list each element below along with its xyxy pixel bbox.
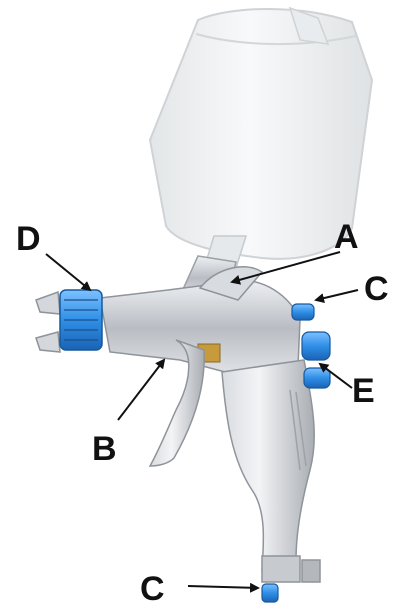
label-c-bottom: C bbox=[140, 570, 165, 608]
label-c-top: C bbox=[364, 270, 389, 308]
arrow-c-bottom bbox=[188, 586, 258, 588]
label-a: A bbox=[334, 218, 359, 256]
arrow-c-top bbox=[316, 290, 358, 300]
label-d: D bbox=[16, 220, 41, 258]
arrow-b bbox=[118, 360, 164, 420]
label-e: E bbox=[352, 372, 375, 410]
label-b: B bbox=[92, 430, 117, 468]
air-cap bbox=[36, 290, 102, 352]
arrow-d bbox=[46, 254, 90, 290]
gun-handle bbox=[222, 360, 320, 582]
